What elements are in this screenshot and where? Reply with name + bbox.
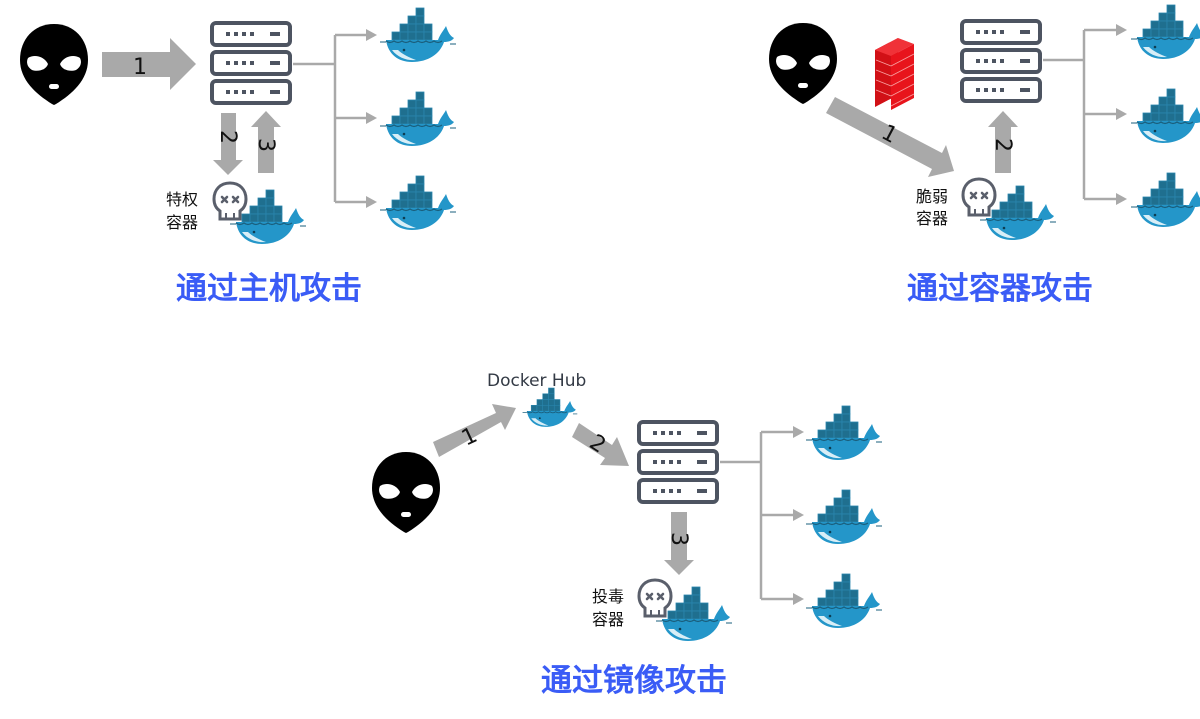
step-arrow-2: 2 [572, 423, 629, 466]
docker-hub-whale-icon [522, 387, 578, 428]
docker-whale-icon [805, 489, 883, 545]
compromised-label: 容器 [916, 209, 948, 228]
compromised-label: 容器 [166, 213, 198, 232]
step-arrow-1: 1 [102, 38, 196, 90]
docker-whale-icon [379, 91, 457, 147]
panel-host-attack: 1 2 3 特权 容器 通过主机攻击 [20, 7, 457, 307]
server-rack-icon [210, 21, 292, 105]
docker-whale-icon [1130, 172, 1200, 228]
docker-whale-icon [379, 175, 457, 231]
docker-whale-icon [379, 7, 457, 63]
panel-title: 通过容器攻击 [907, 271, 1093, 307]
docker-whale-icon [805, 573, 883, 629]
step-arrow-2: 2 [988, 111, 1018, 173]
alien-icon [372, 452, 440, 533]
skull-icon [961, 177, 997, 217]
panel-title: 通过主机攻击 [176, 271, 362, 307]
server-rack-icon [960, 19, 1042, 103]
branch-lines [293, 29, 377, 208]
branch-lines [1043, 24, 1127, 205]
alien-icon [20, 24, 88, 105]
docker-whale-icon [1130, 88, 1200, 144]
registry-label: Docker Hub [487, 371, 586, 391]
step-arrow-2: 2 [213, 113, 243, 175]
compromised-label: 投毒 [592, 587, 624, 606]
step-arrow-1: 1 [433, 404, 516, 457]
panel-image-attack: Docker Hub 1 2 3 [372, 371, 883, 699]
compromised-label: 容器 [592, 610, 624, 629]
server-rack-icon [637, 420, 719, 504]
panel-title: 通过镜像攻击 [541, 663, 727, 699]
skull-icon [212, 181, 248, 221]
step-arrow-3: 3 [251, 111, 281, 173]
step-number: 2 [990, 138, 1015, 152]
docker-whale-icon [805, 405, 883, 461]
docker-whale-icon [1130, 4, 1200, 60]
step-number: 2 [215, 130, 240, 144]
panel-container-attack: 1 2 脆弱 容器 通过容器攻击 [769, 4, 1200, 307]
step-arrow-3: 3 [664, 512, 694, 575]
compromised-label: 特权 [166, 190, 198, 209]
step-number: 3 [253, 138, 278, 152]
step-number: 3 [666, 532, 691, 546]
compromised-label: 脆弱 [916, 187, 948, 206]
skull-icon [637, 578, 673, 618]
branch-lines [720, 426, 804, 605]
step-number: 1 [133, 55, 147, 80]
alien-icon [769, 23, 837, 104]
step-arrow-1: 1 [826, 97, 954, 177]
firewall-icon [875, 38, 915, 110]
